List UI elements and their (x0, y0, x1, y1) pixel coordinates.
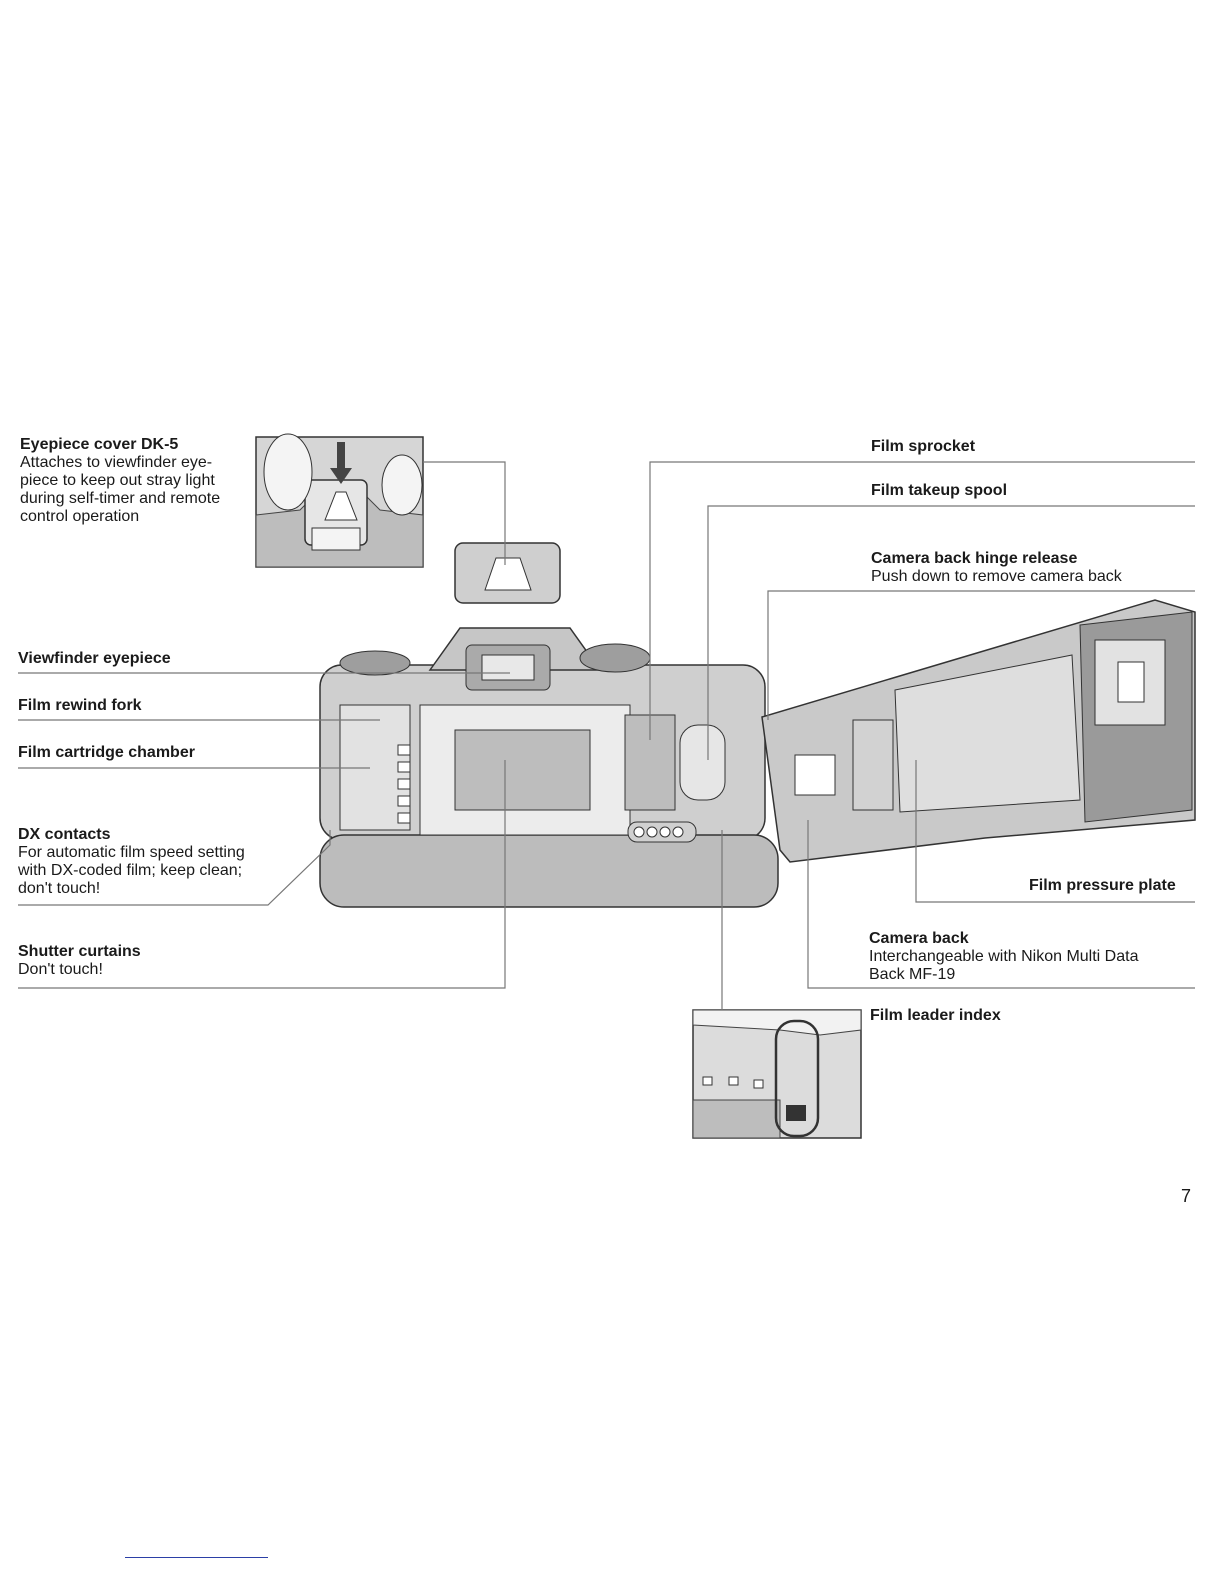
label-title: Film sprocket (871, 438, 976, 455)
label-title: Shutter curtains (18, 943, 141, 960)
label-desc-line: Attaches to viewfinder eye- (20, 454, 213, 471)
label-title: Film leader index (870, 1007, 1001, 1024)
label-title: Eyepiece cover DK-5 (20, 436, 179, 453)
label-title: Viewfinder eyepiece (18, 650, 171, 667)
label-desc-line: Don't touch! (18, 961, 103, 978)
camera-body (319, 627, 779, 908)
label-dx-contacts: DX contacts For automatic film speed set… (18, 826, 288, 898)
label-title: Film takeup spool (871, 482, 1008, 499)
label-film-pressure-plate: Film pressure plate (1029, 877, 1176, 895)
label-desc-line: piece to keep out stray light (20, 472, 215, 489)
label-film-leader-index: Film leader index (870, 1007, 1001, 1025)
camera-back-part (761, 599, 1196, 863)
label-shutter-curtains: Shutter curtains Don't touch! (18, 943, 141, 979)
label-title: DX contacts (18, 826, 111, 843)
eyepiece-cover-inset (255, 433, 424, 568)
label-film-cartridge-chamber: Film cartridge chamber (18, 744, 195, 762)
label-desc-line: during self-timer and remote (20, 490, 221, 507)
label-viewfinder-eyepiece: Viewfinder eyepiece (18, 650, 171, 668)
label-eyepiece-cover: Eyepiece cover DK-5 Attaches to viewfind… (20, 436, 260, 526)
label-film-takeup-spool: Film takeup spool (871, 482, 1007, 500)
footer-rule (125, 1557, 268, 1558)
page-number: 7 (1181, 1186, 1192, 1206)
label-desc-line: For automatic film speed setting (18, 844, 245, 861)
label-film-rewind-fork: Film rewind fork (18, 697, 142, 715)
eyepiece-cover (454, 542, 561, 604)
label-desc-line: control operation (20, 508, 140, 525)
label-film-sprocket: Film sprocket (871, 438, 975, 456)
label-title: Camera back hinge release (871, 550, 1078, 567)
label-desc-line: don't touch! (18, 880, 101, 897)
label-camera-back: Camera back Interchangeable with Nikon M… (869, 930, 1189, 984)
label-desc-line: with DX-coded film; keep clean; (18, 862, 243, 879)
label-camera-back-hinge-release: Camera back hinge release Push down to r… (871, 550, 1191, 586)
label-desc-line: Back MF-19 (869, 966, 956, 983)
label-title: Film cartridge chamber (18, 744, 195, 761)
label-desc-line: Push down to remove camera back (871, 568, 1122, 585)
label-desc-line: Interchangeable with Nikon Multi Data (869, 948, 1139, 965)
label-title: Film rewind fork (18, 697, 142, 714)
leader-lines (18, 461, 1195, 1010)
label-title: Film pressure plate (1029, 877, 1176, 894)
label-title: Camera back (869, 930, 969, 947)
film-leader-index-inset (692, 1009, 862, 1139)
